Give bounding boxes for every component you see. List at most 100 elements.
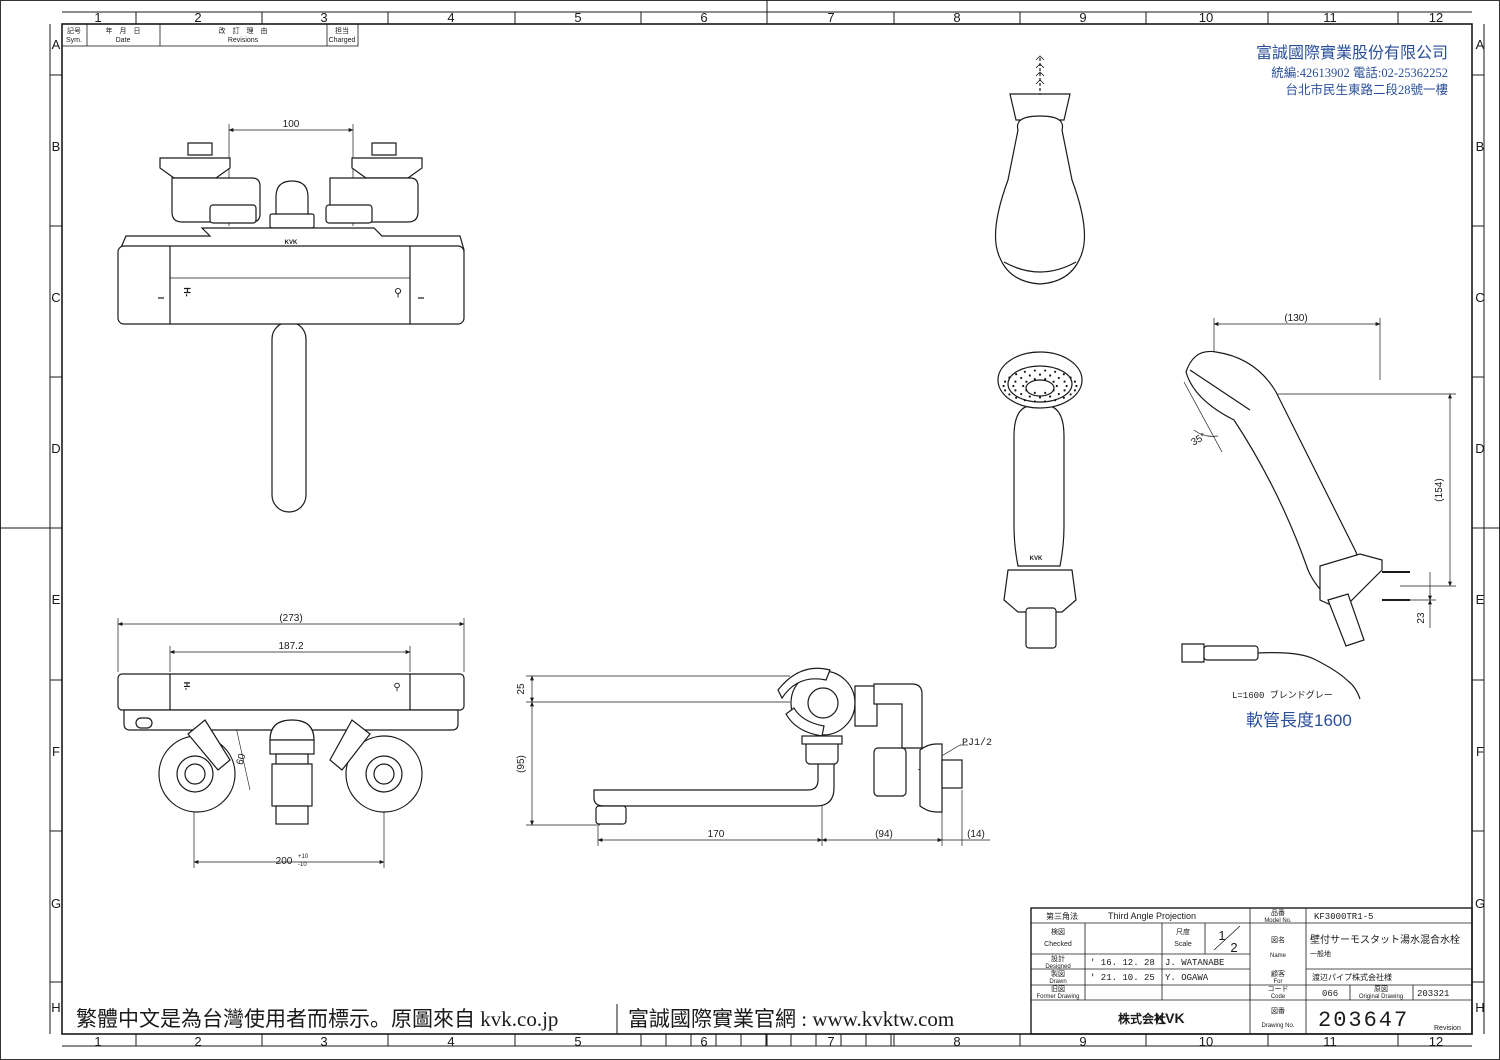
grid-row-right-a: A	[1476, 37, 1485, 52]
hose-label-zh: 軟管長度1600	[1246, 711, 1352, 730]
top-dim-187-label: 187.2	[278, 641, 303, 652]
side-thread-label: PJ1/2	[962, 737, 992, 749]
rev-revisions-label: 改 訂 理 由	[219, 26, 268, 35]
tb-company-brand: KVK	[1155, 1010, 1185, 1026]
nozzle-dot	[1003, 389, 1007, 392]
tb-projection: Third Angle Projection	[1108, 911, 1196, 921]
tb-for-label-en: For	[1274, 979, 1283, 985]
tb-name: 壁付サーモスタット湯水混合水栓	[1310, 933, 1460, 946]
grid-col-bottom-4: 4	[447, 1034, 454, 1049]
nozzle-dot	[1033, 400, 1036, 403]
nozzle-dot	[1002, 384, 1005, 388]
grid-row-right-e: E	[1476, 592, 1485, 607]
tb-drawn-date: ' 21. 10. 25	[1090, 973, 1155, 983]
nozzle-dot	[1033, 369, 1036, 372]
rev-date-label: 年 月 日	[106, 26, 141, 35]
grid-col-bottom-11: 11	[1323, 1034, 1337, 1049]
shower-dim-154-label: (154)	[1434, 478, 1445, 501]
grid-col-bottom-8: 8	[953, 1034, 960, 1049]
shower-head-nozzles	[1002, 369, 1078, 403]
nozzle-dot	[1033, 391, 1036, 394]
grid-col-bottom-5: 5	[574, 1034, 581, 1049]
title-block-text: 第三角法 Third Angle Projection 品番 Model No.…	[1036, 909, 1460, 1033]
side-view	[526, 667, 990, 846]
shower-dim-130-label: (130)	[1284, 313, 1307, 324]
shower-dim-23-label: 23	[1416, 612, 1427, 624]
nozzle-dot	[1049, 374, 1052, 377]
grid-row-right-c: C	[1475, 290, 1484, 305]
grid-col-bottom-1: 1	[94, 1034, 101, 1049]
top-inlet-left	[158, 719, 236, 813]
tb-drawn-by: Y. OGAWA	[1165, 973, 1209, 983]
side-dim-25-label: 25	[516, 683, 527, 695]
grid-col-top-9: 9	[1079, 10, 1086, 25]
nozzle-dot	[1044, 391, 1047, 394]
top-shower-mark: ⚲	[393, 682, 400, 693]
tb-checked-label-en: Checked	[1044, 941, 1072, 948]
grid-col-top-11: 11	[1323, 10, 1337, 25]
tb-drawing-no: 203647	[1318, 1008, 1409, 1033]
tb-drawing-label: 図番	[1271, 1007, 1285, 1015]
tb-original-label: 原図	[1374, 985, 1388, 993]
nozzle-dot	[1033, 378, 1036, 381]
nozzle-dot	[1057, 392, 1060, 396]
tb-former-label-en: Former Drawing	[1036, 994, 1079, 1000]
tb-designed-label-en: Designed	[1045, 964, 1070, 970]
grid-col-top-10: 10	[1199, 10, 1213, 25]
nozzle-dot	[1014, 389, 1017, 392]
nozzle-dot	[1055, 384, 1058, 388]
grid-col-top-4: 4	[447, 10, 454, 25]
grid-row-left-d: D	[51, 441, 60, 456]
top-hot-mark: H-	[182, 682, 191, 691]
grid-col-top-6: 6	[700, 10, 707, 25]
nozzle-dot	[1044, 378, 1047, 381]
inner-frame	[61, 23, 1473, 1035]
nozzle-dot	[1025, 389, 1028, 392]
side-spout	[593, 761, 835, 807]
grid-col-top-8: 8	[953, 10, 960, 25]
grid-col-bottom-6: 6	[700, 1034, 707, 1049]
tb-designed-label: 設計	[1051, 954, 1065, 963]
grid-col-bottom-7: 7	[827, 1034, 834, 1049]
footer-note-right: 富誠國際實業官網 : www.kvktw.com	[628, 1007, 954, 1031]
grid-col-bottom-10: 10	[1199, 1034, 1213, 1049]
nozzle-dot	[1028, 395, 1031, 398]
tb-scale-label-en: Scale	[1174, 941, 1192, 948]
top-view	[117, 618, 465, 868]
front-view	[117, 124, 465, 513]
grid-row-right-h: H	[1475, 1000, 1484, 1015]
grid-row-right-g: G	[1475, 896, 1485, 911]
top-dim-200-tol-upper: +10	[298, 854, 309, 860]
nozzle-dot	[1065, 384, 1068, 388]
tb-drawn-label-en: Drawn	[1049, 979, 1066, 985]
nozzle-dot	[1020, 376, 1023, 380]
nozzle-dot	[1038, 373, 1042, 376]
side-dim-14-label: (14)	[967, 829, 985, 840]
tb-original: 203321	[1417, 989, 1449, 999]
shower-side-hose-end	[1181, 643, 1205, 663]
company-note: 富誠國際實業股份有限公司 統編:42613902 電話:02-25362252 …	[1256, 43, 1448, 97]
grid-row-left-c: C	[51, 290, 60, 305]
tb-former-label: 旧図	[1051, 985, 1065, 993]
shower-dim-35-label: 35°	[1189, 431, 1208, 448]
footer-note-left: 繁體中文是為台灣使用者而標示。原圖來自 kvk.co.jp	[76, 1007, 558, 1031]
tb-name-label-en: Name	[1270, 953, 1287, 959]
footer-note: 繁體中文是為台灣使用者而標示。原圖來自 kvk.co.jp 富誠國際實業官網 :…	[76, 1004, 954, 1034]
company-address: 台北市民生東路二段28號一樓	[1285, 82, 1448, 97]
grid-row-left-e: E	[52, 592, 61, 607]
grid-col-bottom-2: 2	[194, 1034, 201, 1049]
nozzle-dot	[1062, 396, 1065, 399]
top-inlet-right	[329, 719, 423, 813]
front-brand-mark: KVK	[285, 240, 298, 246]
revision-table-labels: 記号 Sym. 年 月 日 Date 改 訂 理 由 Revisions 担当 …	[66, 26, 356, 44]
tb-model-no: KF3000TR1-5	[1314, 912, 1373, 922]
top-dim-273-label: (273)	[279, 613, 302, 624]
grid-col-top-5: 5	[574, 10, 581, 25]
tb-name-label: 図名	[1271, 935, 1285, 944]
nozzle-dot	[1073, 389, 1077, 392]
hose-note: L=1600 ブレンドグレー	[1232, 689, 1333, 701]
company-name: 富誠國際實業股份有限公司	[1256, 43, 1448, 62]
